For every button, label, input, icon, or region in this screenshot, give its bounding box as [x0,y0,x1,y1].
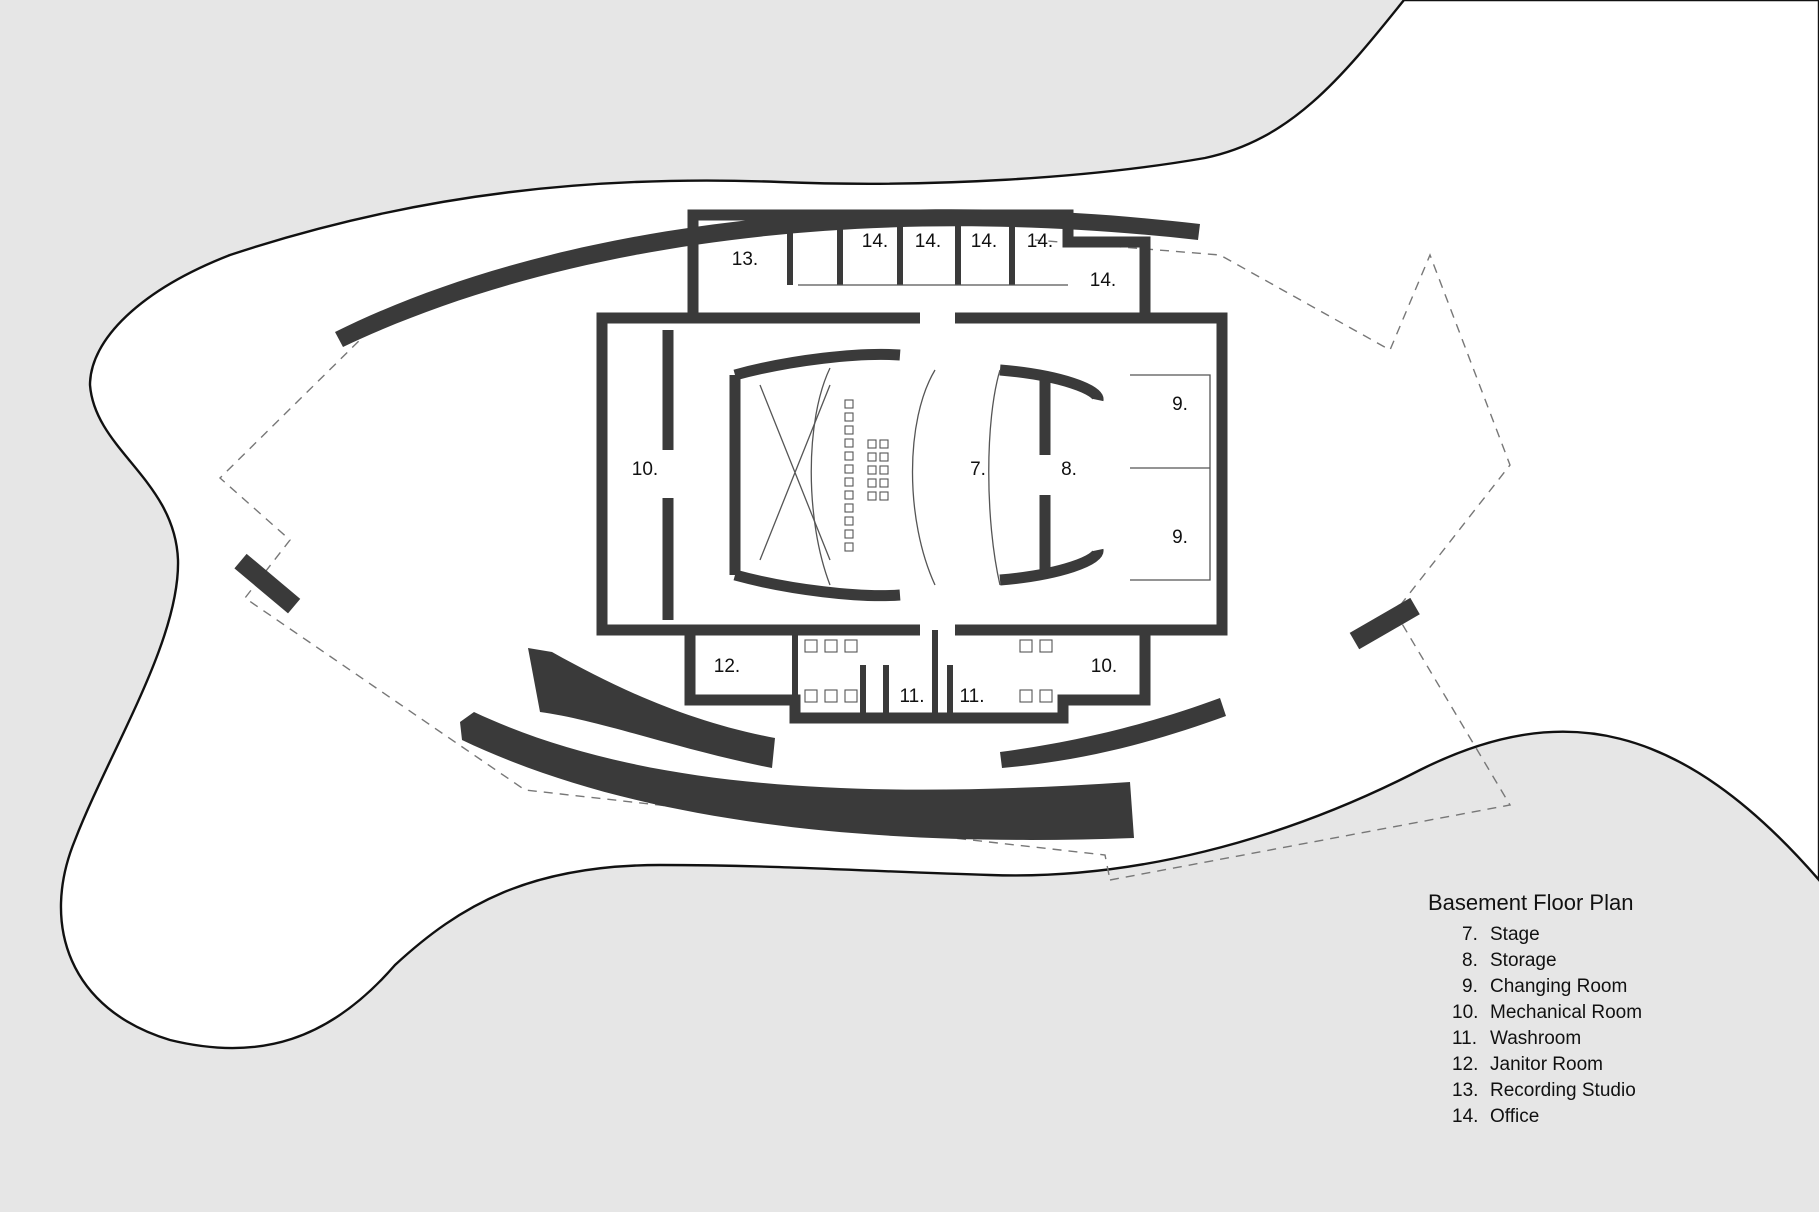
legend-item-number: 8. [1462,950,1478,971]
legend-item: 13. Recording Studio [1452,1080,1636,1101]
room-label-storage: 8. [1061,459,1077,480]
legend-item-number: 13. [1452,1080,1478,1101]
south-curved-wall [460,712,1134,840]
legend-item: 7. Stage [1462,924,1540,945]
room-label-office-1: 14. [862,231,888,252]
room-label-washroom-right: 11. [959,686,984,707]
legend-item-number: 14. [1452,1106,1478,1127]
southwest-curved-wall [528,648,775,768]
room-label-office-4: 14. [1027,231,1053,252]
east-short-wall [1349,597,1420,650]
legend-item-label: Storage [1490,950,1557,971]
room-label-janitor: 12. [714,656,740,677]
legend-item-label: Changing Room [1490,976,1627,997]
legend-item-number: 12. [1452,1054,1478,1075]
legend-item-number: 9. [1462,976,1478,997]
room-label-office-2: 14. [915,231,941,252]
west-short-wall [234,553,301,614]
canopy-outline [218,239,1512,881]
room-label-changing-bottom: 9. [1172,527,1188,548]
room-label-washroom-left: 11. [899,686,924,707]
room-label-mechanical-left: 10. [632,459,658,480]
legend-item-label: Office [1490,1106,1539,1127]
legend-item-label: Washroom [1490,1028,1581,1049]
site-outline [59,0,1819,1050]
legend-item-label: Janitor Room [1490,1054,1603,1075]
room-label-office-5: 14. [1090,270,1116,291]
room-label-office-3: 14. [971,231,997,252]
legend-title: Basement Floor Plan [1428,890,1633,915]
legend-item-number: 10. [1452,1002,1478,1023]
legend-item: 10. Mechanical Room [1452,1002,1642,1023]
north-curved-wall [335,209,1200,347]
legend-item: 14. Office [1452,1106,1539,1127]
legend: Basement Floor Plan 7. Stage 8. Storage … [1428,890,1642,1127]
legend-item: 9. Changing Room [1462,976,1627,997]
audience-seating [844,399,889,552]
building [596,209,1228,724]
seat-block-left [844,399,854,552]
room-label-stage: 7. [970,459,986,480]
legend-item-number: 7. [1462,924,1478,945]
legend-item: 12. Janitor Room [1452,1054,1603,1075]
washroom-fixtures [804,639,1053,703]
legend-item: 11. Washroom [1452,1028,1581,1049]
auditorium [729,348,1104,602]
legend-item: 8. Storage [1462,950,1557,971]
room-label-changing-top: 9. [1172,394,1188,415]
southeast-curved-wall [1000,698,1226,768]
seat-block-center [867,439,889,501]
room-label-recording: 13. [732,249,758,270]
room-label-mechanical-right: 10. [1091,656,1117,677]
legend-item-label: Mechanical Room [1490,1002,1642,1023]
legend-item-number: 11. [1452,1028,1477,1049]
legend-item-label: Recording Studio [1490,1080,1636,1101]
legend-item-label: Stage [1490,924,1540,945]
